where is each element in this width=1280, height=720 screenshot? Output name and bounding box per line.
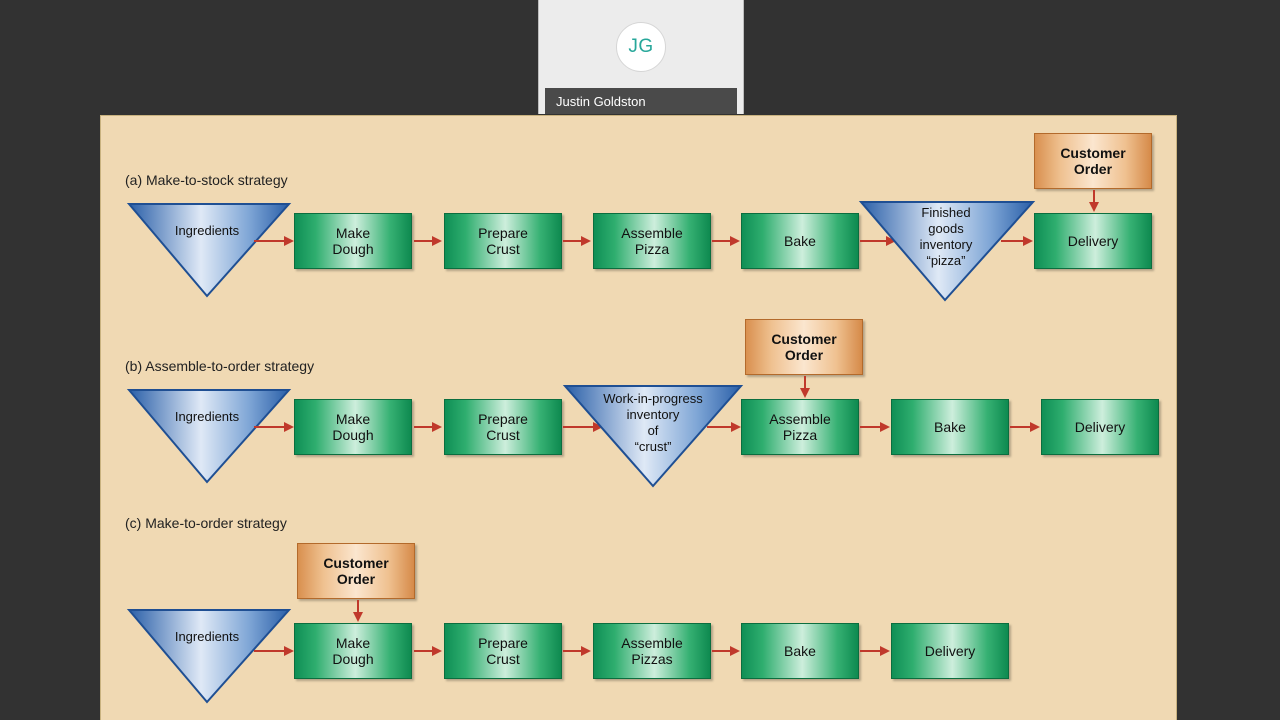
shared-slide: (a) Make-to-stock strategy Ingredients M… [100,115,1177,720]
arrow-icon [1001,236,1033,246]
step-delivery: Delivery [891,623,1009,679]
step-make-dough: Make Dough [294,213,412,269]
arrow-icon [860,236,896,246]
arrow-icon [707,422,741,432]
step-ingredients: Ingredients [174,629,240,644]
inventory-triangle-icon [126,609,292,704]
arrow-icon [860,422,890,432]
avatar: JG [616,22,666,72]
step-prepare-crust: Prepare Crust [444,213,562,269]
arrow-icon [1010,422,1040,432]
step-ingredients: Ingredients [174,409,240,424]
step-assemble-pizza: Assemble Pizza [593,213,711,269]
participant-tile[interactable]: JG Justin Goldston [538,0,744,114]
inventory-triangle-icon [562,385,744,488]
arrow-icon [254,236,294,246]
participant-name: Justin Goldston [545,88,737,114]
customer-order-box: Customer Order [1034,133,1152,189]
arrow-icon [563,236,591,246]
step-bake: Bake [741,213,859,269]
arrow-icon [712,646,740,656]
step-work-in-progress-inventory: Work-in-progress inventory of “crust” [603,391,703,454]
arrow-icon [254,646,294,656]
step-make-dough: Make Dough [294,399,412,455]
step-delivery: Delivery [1041,399,1159,455]
step-bake: Bake [891,399,1009,455]
step-make-dough: Make Dough [294,623,412,679]
step-ingredients: Ingredients [174,223,240,238]
arrow-icon [414,236,442,246]
customer-order-box: Customer Order [297,543,415,599]
step-assemble-pizza: Assemble Pizza [741,399,859,455]
arrow-icon [414,422,442,432]
arrow-down-icon [353,600,363,622]
inventory-triangle-icon [858,201,1036,302]
arrow-down-icon [1089,190,1099,212]
inventory-triangle-icon [126,203,292,298]
arrow-icon [563,646,591,656]
step-finished-goods-inventory: Finished goods inventory “pizza” [919,205,973,268]
section-label-assemble-to-order: (b) Assemble-to-order strategy [125,358,315,374]
section-label-make-to-order: (c) Make-to-order strategy [125,515,287,531]
inventory-triangle-icon [126,389,292,484]
arrow-icon [860,646,890,656]
arrow-icon [254,422,294,432]
step-bake: Bake [741,623,859,679]
step-delivery: Delivery [1034,213,1152,269]
step-prepare-crust: Prepare Crust [444,399,562,455]
step-assemble-pizzas: Assemble Pizzas [593,623,711,679]
section-label-make-to-stock: (a) Make-to-stock strategy [125,172,288,188]
step-prepare-crust: Prepare Crust [444,623,562,679]
arrow-down-icon [800,376,810,398]
arrow-icon [414,646,442,656]
arrow-icon [563,422,603,432]
customer-order-box: Customer Order [745,319,863,375]
arrow-icon [712,236,740,246]
